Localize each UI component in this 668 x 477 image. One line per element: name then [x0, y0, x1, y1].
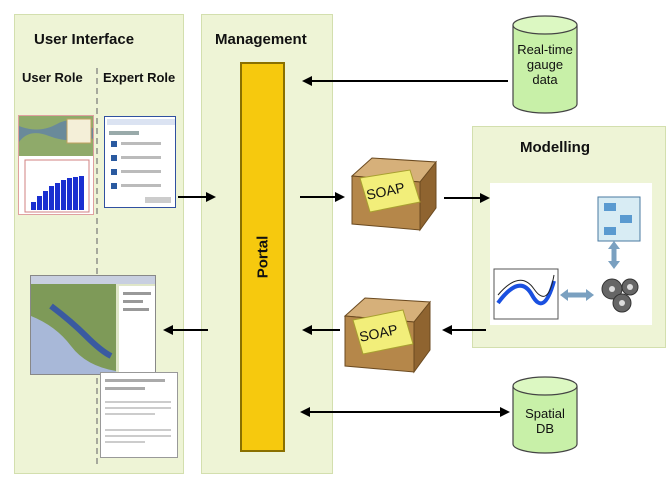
soap-box-top — [350, 157, 437, 232]
soap-box-bottom — [343, 297, 431, 374]
realtime-gauge-cylinder — [512, 15, 578, 114]
spatial-line-1: Spatial — [525, 406, 565, 421]
portal-block: Portal — [240, 62, 285, 452]
modelling-title: Modelling — [520, 139, 590, 156]
spatial-db-label: Spatial DB — [513, 406, 577, 436]
map-result-screenshot — [30, 275, 156, 375]
realtime-gauge-label: Real-time gauge data — [513, 42, 577, 87]
user-role-label: User Role — [22, 70, 83, 85]
realtime-line-2: gauge — [526, 57, 564, 72]
user-interface-title: User Interface — [34, 31, 135, 48]
report-screenshot — [100, 372, 178, 458]
user-role-screenshot — [18, 115, 94, 215]
realtime-line-1: Real-time — [517, 42, 573, 57]
model-workflow-area — [490, 183, 652, 325]
expert-role-label: Expert Role — [103, 70, 176, 85]
spatial-line-2: DB — [535, 421, 555, 436]
realtime-line-3: data — [532, 72, 558, 87]
expert-role-screenshot — [104, 116, 176, 208]
spatial-db-cylinder — [512, 376, 578, 454]
management-title: Management — [215, 31, 307, 48]
